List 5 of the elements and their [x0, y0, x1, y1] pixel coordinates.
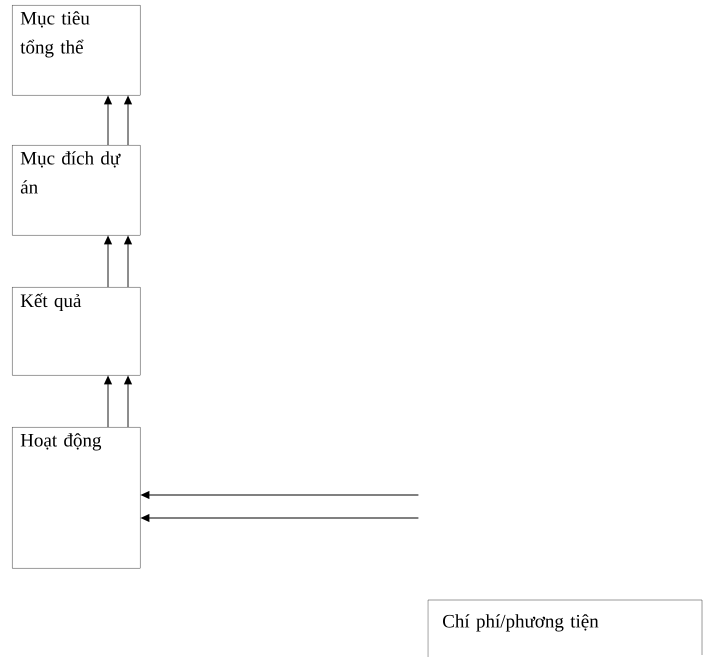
text-box: Mục đích dự án — [12, 145, 140, 236]
open-text-box: Chí phí/phương tiện — [428, 600, 702, 657]
text-box: Kết quả — [12, 287, 140, 376]
text-box: Mục tiêu tổng thể — [12, 5, 140, 96]
text-box: Hoạt động — [12, 427, 140, 568]
